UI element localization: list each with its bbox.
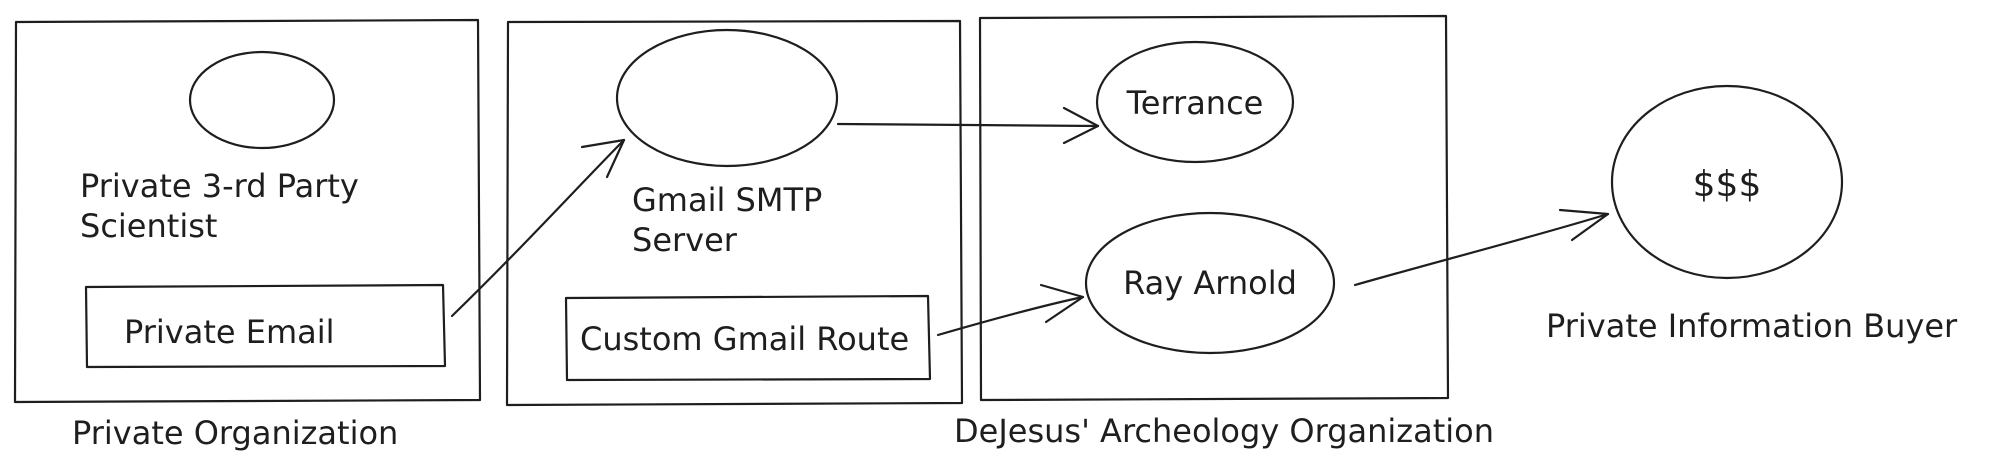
- gmail-route-label: Custom Gmail Route: [580, 320, 909, 358]
- edge-email-to-smtp-line: [450, 138, 626, 318]
- edge-route-to-ray-arrowhead: [1039, 283, 1085, 324]
- edge-smtp-to-terrance-line: [836, 122, 1100, 128]
- edge-ray-to-buyer-arrowhead: [1558, 208, 1610, 242]
- ray-label: Ray Arnold: [1123, 264, 1297, 302]
- scientist-label-line1: Private 3-rd Party: [80, 167, 359, 205]
- dejesus-organization-frame: [978, 14, 1450, 402]
- node-ray-arnold: Ray Arnold: [1084, 211, 1336, 355]
- edge-smtp-to-terrance-arrowhead: [1062, 106, 1100, 145]
- ray-ellipse: [1084, 211, 1336, 355]
- edge-smtp-to-terrance: [836, 106, 1100, 145]
- node-terrance: Terrance: [1095, 40, 1295, 164]
- edge-ray-to-buyer: [1353, 208, 1610, 287]
- group-private-organization: Private Organization: [13, 18, 482, 452]
- group-dejesus-organization: DeJesus' Archeology Organization: [954, 14, 1494, 450]
- group-gmail: [505, 19, 964, 407]
- scientist-ellipse: [188, 50, 336, 150]
- edge-email-to-smtp: [450, 138, 626, 318]
- buyer-ellipse: [1610, 84, 1844, 280]
- private-email-box: [84, 283, 447, 369]
- smtp-label-line1: Gmail SMTP: [632, 181, 822, 219]
- edge-route-to-ray-line: [936, 295, 1085, 337]
- private-email-label: Private Email: [124, 313, 335, 351]
- private-organization-label: Private Organization: [72, 414, 398, 452]
- private-organization-frame: [13, 18, 482, 404]
- smtp-label-line2: Server: [632, 221, 738, 259]
- buyer-symbol: $$$: [1693, 164, 1762, 205]
- node-scientist: Private 3-rd Party Scientist: [80, 50, 359, 245]
- gmail-group-frame: [505, 19, 964, 407]
- node-gmail-route: Custom Gmail Route: [564, 294, 932, 382]
- node-private-email: Private Email: [84, 283, 447, 369]
- edge-route-to-ray: [936, 283, 1085, 337]
- dejesus-organization-label: DeJesus' Archeology Organization: [954, 412, 1494, 450]
- gmail-route-box: [564, 294, 932, 382]
- edge-ray-to-buyer-line: [1353, 212, 1610, 287]
- edge-email-to-smtp-arrowhead: [580, 138, 626, 179]
- terrance-label: Terrance: [1126, 84, 1264, 122]
- smtp-ellipse: [615, 28, 839, 168]
- node-buyer: $$$ Private Information Buyer: [1546, 84, 1958, 345]
- scientist-label-line2: Scientist: [80, 207, 217, 245]
- terrance-ellipse: [1095, 40, 1295, 164]
- buyer-label: Private Information Buyer: [1546, 307, 1958, 345]
- node-smtp-server: Gmail SMTP Server: [615, 28, 839, 259]
